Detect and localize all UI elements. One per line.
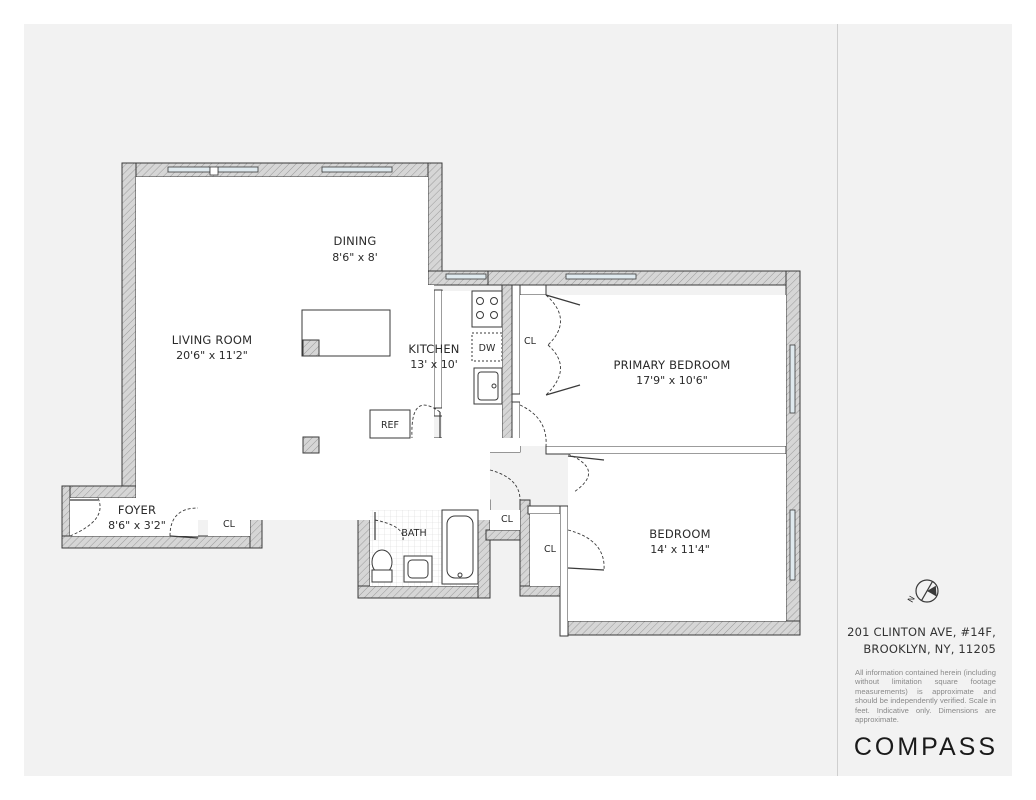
windows xyxy=(167,166,796,581)
door-swings xyxy=(69,294,605,571)
dishwasher-label: DW xyxy=(479,343,496,354)
living-room-dimensions: 20'6" x 11'2" xyxy=(176,349,248,362)
dining-label: DINING xyxy=(334,234,377,248)
bedroom-dimensions: 14' x 11'4" xyxy=(650,543,710,556)
address-line-2: BROOKLYN, NY, 11205 xyxy=(863,642,996,656)
sidebar-divider xyxy=(837,24,838,776)
column xyxy=(302,436,320,454)
door-leaves xyxy=(70,294,605,571)
primary-bedroom-label: PRIMARY BEDROOM xyxy=(613,358,730,372)
property-address: 201 CLINTON AVE, #14F, BROOKLYN, NY, 112… xyxy=(846,624,996,658)
disclaimer-text: All information contained herein (includ… xyxy=(855,668,996,725)
address-line-1: 201 CLINTON AVE, #14F, xyxy=(847,625,996,639)
closet-label: CL xyxy=(223,519,236,530)
compass-logo: COMPASS xyxy=(853,733,998,761)
kitchen-dimensions: 13' x 10' xyxy=(410,358,458,371)
bedroom-label: BEDROOM xyxy=(649,527,710,541)
north-label: N xyxy=(906,594,917,604)
column xyxy=(302,339,320,357)
primary-bedroom-dimensions: 17'9" x 10'6" xyxy=(636,374,708,387)
north-arrow-icon: N xyxy=(906,579,939,604)
dining-dimensions: 8'6" x 8' xyxy=(332,251,378,264)
closet-label: CL xyxy=(544,544,557,555)
bath-fixtures xyxy=(371,509,479,585)
foyer-dimensions: 8'6" x 3'2" xyxy=(108,519,166,532)
foyer-label: FOYER xyxy=(118,503,156,517)
kitchen-fixtures xyxy=(369,290,503,439)
closet-label: CL xyxy=(501,514,514,525)
living-room-label: LIVING ROOM xyxy=(172,333,252,347)
kitchen-label: KITCHEN xyxy=(408,342,459,356)
bath-label: BATH xyxy=(401,528,426,539)
closet-label: CL xyxy=(524,336,537,347)
refrigerator-label: REF xyxy=(381,420,399,431)
